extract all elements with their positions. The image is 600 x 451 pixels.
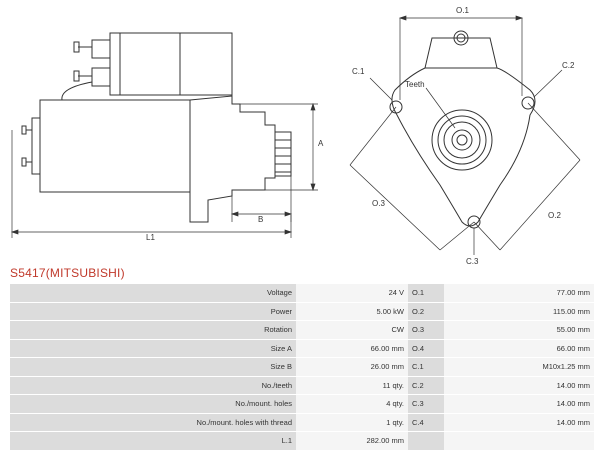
dim-label-l1: L1	[146, 233, 155, 242]
dimension-lines-side	[10, 102, 318, 238]
starter-front-view	[389, 30, 536, 229]
dim-label-o1: O.1	[456, 6, 469, 15]
product-title: S5417(MITSUBISHI)	[10, 266, 125, 280]
dim-label-teeth: Teeth	[405, 80, 425, 89]
starter-side-view	[21, 32, 292, 223]
dim-label-c3: C.3	[466, 257, 479, 265]
spec-value: 1 qty.	[296, 413, 408, 432]
spec-code: C.3	[408, 394, 444, 414]
spec-code-value: 66.00 mm	[444, 339, 594, 358]
spec-value: 4 qty.	[296, 394, 408, 414]
dim-label-o2: O.2	[548, 211, 561, 220]
dim-label-o3: O.3	[372, 199, 385, 208]
spec-label: No./mount. holes	[10, 394, 296, 414]
dim-label-c1: C.1	[352, 67, 365, 76]
spec-code-value: 55.00 mm	[444, 320, 594, 340]
spec-code: O.2	[408, 302, 444, 321]
spec-code-value: 77.00 mm	[444, 284, 594, 303]
technical-drawing: A B L1	[10, 6, 581, 265]
spec-label: Size A	[10, 339, 296, 358]
spec-code-value: 14.00 mm	[444, 394, 594, 414]
spec-code: O.1	[408, 284, 444, 303]
spec-value: 5.00 kW	[296, 302, 408, 321]
spec-code-value	[444, 431, 594, 451]
spec-label: L.1	[10, 431, 296, 451]
spec-value: CW	[296, 320, 408, 340]
spec-label: Size B	[10, 357, 296, 377]
spec-label: No./mount. holes with thread	[10, 413, 296, 432]
spec-code: O.3	[408, 320, 444, 340]
dim-label-c2: C.2	[562, 61, 575, 70]
dimension-lines-front	[349, 15, 581, 255]
spec-code-value: 14.00 mm	[444, 376, 594, 395]
spec-label: No./teeth	[10, 376, 296, 395]
spec-value: 282.00 mm	[296, 431, 408, 451]
spec-value: 26.00 mm	[296, 357, 408, 377]
spec-value: 11 qty.	[296, 376, 408, 395]
spec-label: Power	[10, 302, 296, 321]
spec-code-value: 14.00 mm	[444, 413, 594, 432]
spec-label: Rotation	[10, 320, 296, 340]
spec-code-value: 115.00 mm	[444, 302, 594, 321]
spec-code: C.2	[408, 376, 444, 395]
spec-value: 24 V	[296, 284, 408, 303]
spec-code: O.4	[408, 339, 444, 358]
spec-code: C.1	[408, 357, 444, 377]
dim-label-a: A	[318, 139, 324, 148]
spec-code: C.4	[408, 413, 444, 432]
spec-code	[408, 431, 444, 451]
spec-label: Voltage	[10, 284, 296, 303]
dim-label-b: B	[258, 215, 263, 224]
spec-value: 66.00 mm	[296, 339, 408, 358]
spec-code-value: M10x1.25 mm	[444, 357, 594, 377]
